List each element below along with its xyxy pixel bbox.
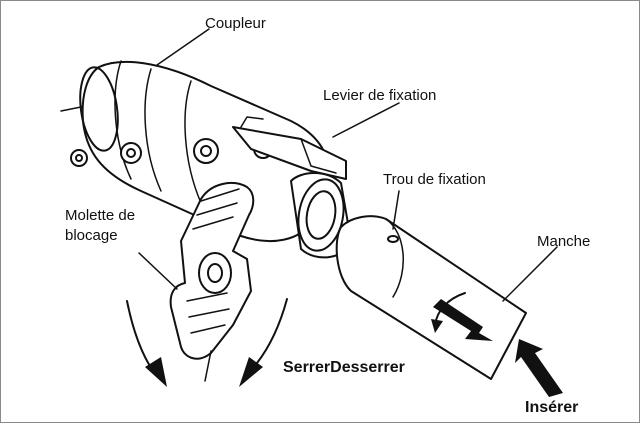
trou-leader	[392, 190, 400, 230]
handle-tube	[335, 215, 527, 380]
label-levier-de-fixation: Levier de fixation	[323, 87, 437, 104]
leader-lines	[138, 28, 558, 302]
manche-leader	[502, 246, 558, 302]
label-serrer-desserrer: SerrerDesserrer	[283, 359, 405, 376]
label-inserer: Insérer	[525, 399, 579, 416]
label-coupleur: Coupleur	[205, 15, 266, 32]
locking-knob	[169, 182, 255, 382]
levier-leader	[332, 102, 400, 138]
label-molette-line1: Molette de	[65, 207, 136, 224]
coupleur-leader	[156, 28, 210, 66]
rotation-arrows	[126, 298, 288, 387]
label-manche: Manche	[537, 233, 591, 250]
coupling-sleeve	[290, 172, 352, 259]
label-molette-line2: blocage	[65, 227, 118, 244]
label-trou-de-fixation: Trou de fixation	[383, 171, 486, 188]
insert-arrows	[433, 299, 563, 397]
molette-leader	[138, 252, 178, 290]
fixing-lever	[232, 116, 347, 180]
